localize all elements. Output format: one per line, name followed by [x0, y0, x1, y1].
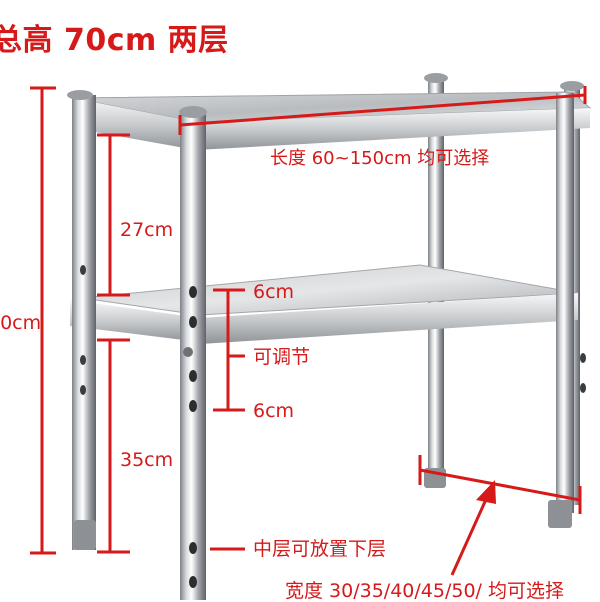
dimension-lines: [30, 86, 587, 576]
total-height-label: 70cm: [0, 312, 42, 334]
width-label: 宽度 30/35/40/45/50/ 均可选择: [285, 580, 564, 602]
rack-lower-front-edge: [70, 300, 200, 342]
page-title: 总高 70cm 两层: [0, 23, 229, 58]
adjustment-holes: [189, 286, 197, 588]
arrow-head: [476, 480, 496, 504]
adjustment-holes: [80, 265, 586, 395]
adjust-up-label: 6cm: [253, 281, 295, 303]
rack-leg-front-left: [72, 95, 96, 550]
leg-cap: [179, 106, 207, 118]
leg-cap: [424, 73, 448, 83]
rack-top-side-edge: [196, 108, 590, 150]
rack-top-front-edge: [72, 98, 196, 150]
foot-pad: [74, 520, 96, 550]
leg-cap: [560, 81, 584, 91]
rack-lower-side-edge: [200, 293, 578, 344]
upper-gap-label: 27cm: [120, 219, 174, 241]
leg-cap: [67, 90, 93, 100]
foot-pad: [548, 500, 572, 528]
adjustable-label: 可调节: [253, 346, 311, 368]
lower-gap-label: 35cm: [120, 449, 174, 471]
shelf-bolt: [183, 347, 193, 357]
adjust-down-label: 6cm: [253, 400, 295, 422]
rack-leg-side-right: [556, 93, 574, 513]
length-label: 长度 60~150cm 均可选择: [270, 148, 490, 169]
rack-leg-front-right: [180, 112, 206, 600]
middle-to-lower-label: 中层可放置下层: [253, 538, 387, 560]
